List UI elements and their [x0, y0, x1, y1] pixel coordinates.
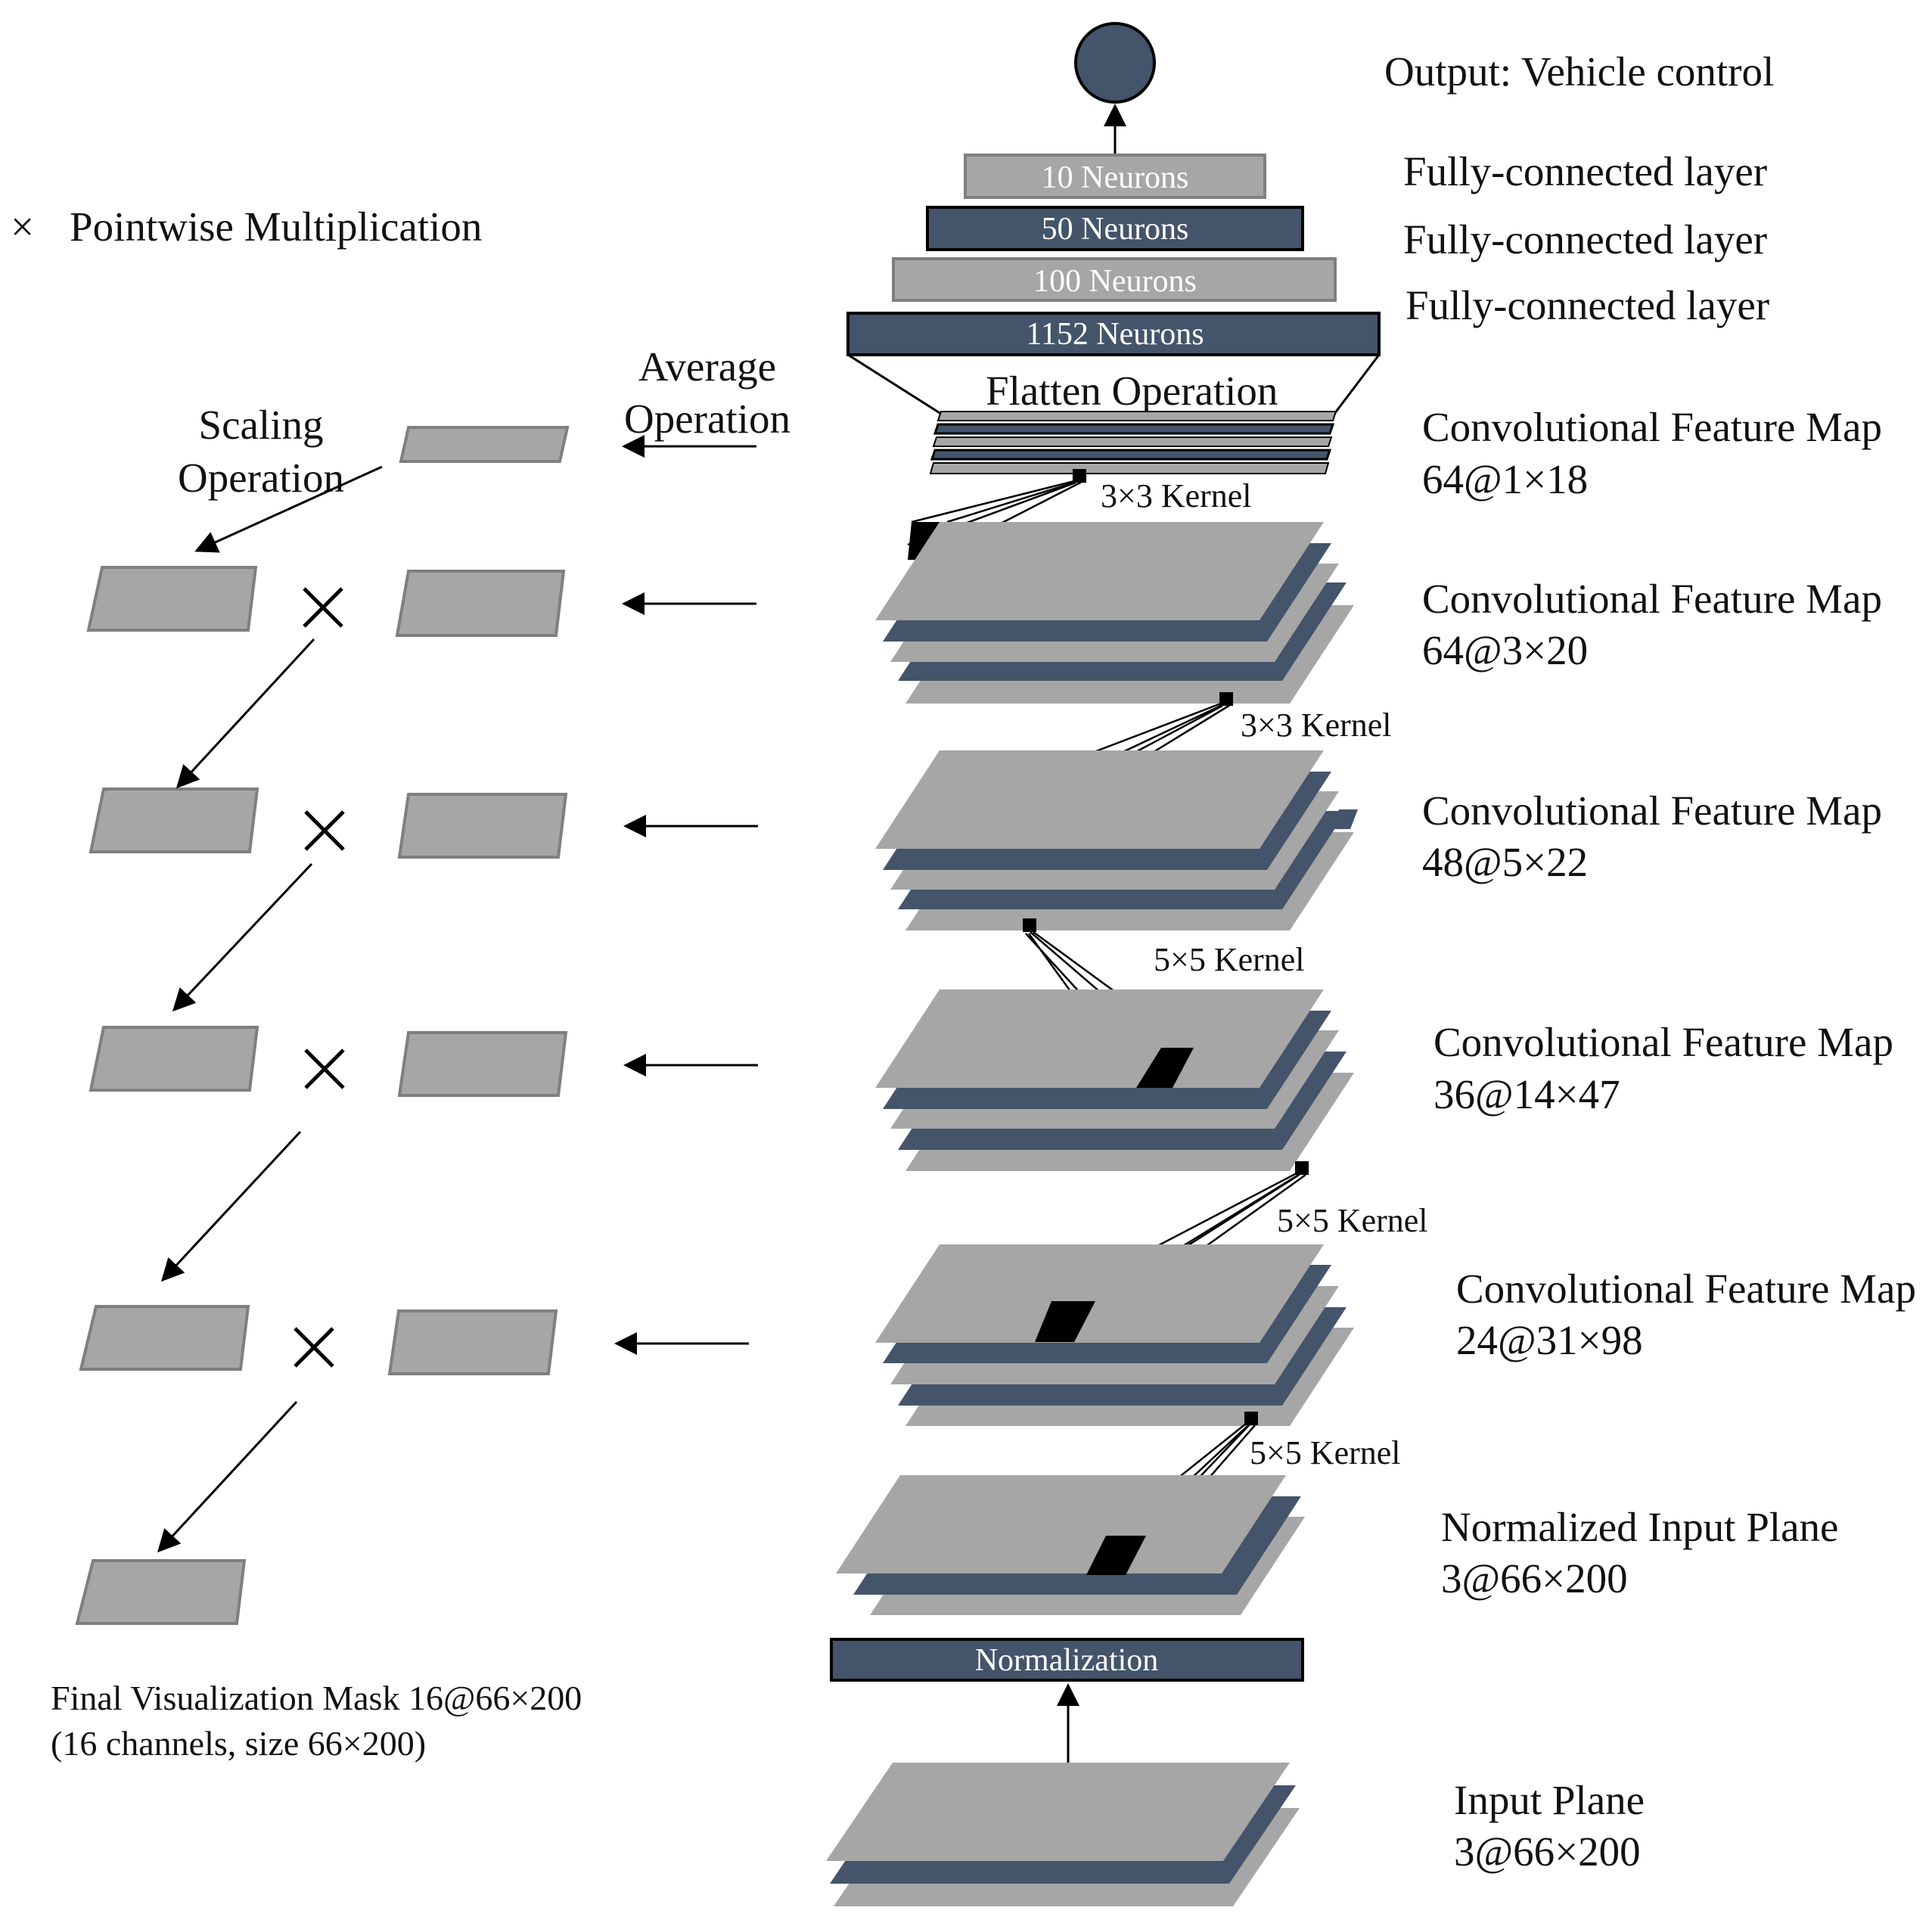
- legend-symbol: ×: [11, 203, 34, 250]
- kernel-4-point: [1295, 1161, 1309, 1175]
- legend-text: Pointwise Multiplication: [70, 203, 482, 250]
- feature-map-2-dims: 64@3×20: [1422, 627, 1588, 673]
- feature-map-6-dims: 3@66×200: [1441, 1555, 1628, 1601]
- flatten-left-edge: [847, 353, 942, 415]
- average-arrows: [614, 435, 758, 1355]
- normalized-input-plane: [836, 1475, 1305, 1615]
- flatten-label: Flatten Operation: [986, 368, 1278, 414]
- feature-map-36x14x47: [875, 989, 1354, 1171]
- output-label: Output: Vehicle control: [1384, 48, 1774, 95]
- feature-map-3-dims: 48@5×22: [1422, 839, 1588, 885]
- fc-layer-100-box: [892, 257, 1337, 302]
- feature-map-5-dims: 24@31×98: [1456, 1317, 1643, 1363]
- feature-map-1-dims: 64@1×18: [1422, 456, 1588, 502]
- scaling-operation-label: Scaling: [199, 402, 324, 448]
- fc-layer-50-caption: Fully-connected layer: [1403, 216, 1767, 263]
- fc-layer-100-label: 100 Neurons: [1033, 264, 1197, 299]
- kernel-5-label: 5×5 Kernel: [1250, 1434, 1401, 1471]
- final-mask-sublabel: (16 channels, size 66×200): [51, 1724, 426, 1763]
- fc-layer-50-label: 50 Neurons: [1042, 212, 1189, 247]
- kernel-1-point: [1073, 469, 1086, 483]
- kernel-3-label: 5×5 Kernel: [1154, 941, 1305, 978]
- input-plane: [826, 1763, 1300, 1906]
- final-mask-label: Final Visualization Mask 16@66×200: [51, 1679, 582, 1717]
- feature-map-64x3x20: [875, 522, 1354, 704]
- average-operation-label-2: Operation: [624, 396, 791, 442]
- scaling-operation-label-2: Operation: [178, 455, 344, 501]
- feature-map-3-title: Convolutional Feature Map: [1422, 788, 1882, 834]
- fc-layer-50-box: [926, 206, 1304, 251]
- feature-map-48x5x22: [875, 750, 1358, 930]
- kernel-5-patch: [1086, 1536, 1146, 1575]
- average-operation-label: Average: [638, 343, 776, 390]
- fc-layer-100-caption: Fully-connected layer: [1406, 282, 1769, 328]
- feature-map-1-title: Convolutional Feature Map: [1422, 404, 1882, 450]
- kernel-2-point: [1219, 692, 1233, 706]
- kernel-4-patch-front: [1035, 1301, 1095, 1342]
- feature-map-2-title: Convolutional Feature Map: [1422, 576, 1882, 622]
- multiply-icon: [304, 1048, 345, 1089]
- feature-map-4-dims: 36@14×47: [1433, 1071, 1620, 1117]
- feature-map-5-title: Convolutional Feature Map: [1456, 1266, 1916, 1312]
- kernel-5-point: [1244, 1412, 1258, 1425]
- kernel-2-label: 3×3 Kernel: [1241, 707, 1392, 744]
- multiply-icon: [303, 587, 343, 628]
- kernel-3-point: [1023, 918, 1036, 932]
- feature-map-4-title: Convolutional Feature Map: [1433, 1019, 1893, 1065]
- fc-layer-10-box: [964, 154, 1266, 199]
- feature-map-24x31x98: [875, 1244, 1354, 1426]
- normalization-box: [830, 1638, 1304, 1682]
- scaled-maps: [75, 566, 259, 1625]
- fc-layer-10-label: 10 Neurons: [1042, 160, 1189, 195]
- multiply-icon: [294, 1327, 334, 1368]
- fc-layer-1152-label: 1152 Neurons: [1026, 317, 1204, 352]
- input-plane-title: Input Plane: [1454, 1777, 1645, 1823]
- multiply-icon: [304, 810, 345, 851]
- input-plane-dims: 3@66×200: [1454, 1828, 1641, 1875]
- fc-layer-1152-box: [846, 312, 1381, 356]
- scaling-arrows: [157, 465, 383, 1553]
- kernel-3-patch-front: [1136, 1048, 1194, 1088]
- feature-map-64x1x18: [929, 411, 1337, 474]
- kernel-4-label: 5×5 Kernel: [1277, 1202, 1428, 1239]
- averaged-maps: [387, 426, 570, 1375]
- flatten-right-edge: [1333, 354, 1381, 415]
- kernel-1-label: 3×3 Kernel: [1101, 477, 1252, 514]
- feature-map-6-title: Normalized Input Plane: [1441, 1504, 1838, 1550]
- output-node: [1074, 22, 1156, 104]
- fc-layer-10-caption: Fully-connected layer: [1403, 148, 1767, 194]
- normalization-label: Normalization: [975, 1643, 1159, 1678]
- multiply-icons: [294, 587, 345, 1368]
